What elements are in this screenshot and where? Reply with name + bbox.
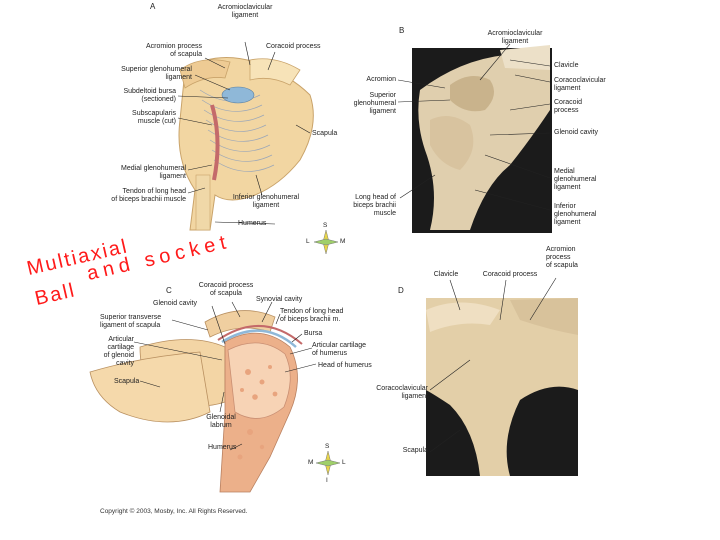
label-d-coracoclavicular: Coracoclavicular ligament	[376, 385, 428, 400]
label-c-glenoid-cavity: Glenoid cavity	[153, 300, 197, 307]
label-c-articular-cartilage-glenoid: Articular cartilage of glenoid cavity	[103, 336, 134, 367]
compass-bottom-s: S	[325, 443, 330, 450]
label-c-superior-transverse: Superior transverse ligament of scapula	[100, 314, 162, 329]
label-b-long-head-biceps: Long head of biceps brachii muscle	[353, 194, 396, 217]
label-b-superior-glenohumeral: Superior glenohumeral ligament	[353, 92, 396, 115]
compass-bottom-l: L	[342, 459, 346, 466]
compass-bottom: S M L I	[308, 443, 348, 489]
compass-top-m: M	[340, 238, 346, 245]
label-a-superior-glenohumeral: Superior glenohumeral ligament	[121, 66, 192, 81]
label-b-clavicle: Clavicle	[554, 62, 579, 69]
compass-bottom-i: I	[326, 477, 328, 484]
panel-c-leaders	[133, 301, 317, 451]
panel-b: B Acromioclavicular ligament Clavicle Ac…	[353, 0, 720, 240]
compass-bottom-m: M	[308, 459, 314, 466]
compass-star-icon	[313, 229, 339, 255]
label-a-subscapularis: Subscapularis muscle (cut)	[132, 110, 176, 125]
label-d-coracoid-process: Coracoid process	[482, 271, 538, 278]
label-a-acromioclavicular: Acromioclavicular ligament	[217, 4, 273, 19]
label-c-scapula: Scapula	[114, 378, 140, 385]
copyright-text: Copyright © 2003, Mosby, Inc. All Rights…	[100, 508, 248, 515]
label-c-tendon-long-head: Tendon of long head of biceps brachii m.	[280, 308, 344, 323]
panel-a: A Acromioclavicular li	[0, 0, 390, 240]
panel-a-letter: A	[150, 2, 156, 11]
label-b-acromion: Acromion	[366, 76, 396, 83]
label-d-clavicle: Clavicle	[433, 271, 459, 278]
panel-d-letter: D	[398, 286, 404, 295]
compass-top-s: S	[323, 222, 328, 229]
panel-d: D Acromion process of scapula Clavicle C…	[376, 240, 720, 480]
label-d-acromion-process: Acromion process of scapula	[546, 246, 578, 269]
panel-b-letter: B	[399, 26, 405, 35]
label-c-bursa: Bursa	[304, 330, 323, 337]
label-c-glenoidal-labrum: Glenoidal labrum	[206, 414, 236, 429]
label-b-glenoid-cavity: Glenoid cavity	[554, 129, 598, 136]
panel-b-leaders	[397, 43, 551, 211]
label-a-scapula: Scapula	[312, 130, 338, 137]
label-c-articular-cartilage-humerus: Articular cartilage of humerus	[312, 342, 367, 357]
label-a-subdeltoid-bursa: Subdeltoid bursa (sectioned)	[123, 88, 176, 103]
compass-top-l: L	[306, 238, 310, 245]
panel-d-photo	[426, 298, 578, 476]
panel-d-leaders	[429, 277, 557, 453]
label-c-synovial-cavity: Synovial cavity	[256, 296, 303, 303]
compass-star-icon	[315, 450, 341, 476]
label-c-head-of-humerus: Head of humerus	[318, 362, 372, 369]
label-c-humerus: Humerus	[208, 444, 237, 451]
label-b-acromioclavicular: Acromioclavicular ligament	[487, 30, 543, 45]
label-b-coracoclavicular: Coracoclavicular ligament	[554, 77, 606, 92]
label-b-medial-glenohumeral: Medial glenohumeral ligament	[554, 168, 597, 191]
label-a-medial-glenohumeral: Medial glenohumeral ligament	[121, 165, 186, 180]
panel-a-illustration	[177, 41, 314, 231]
label-d-scapula: Scapula	[402, 447, 428, 454]
compass-top: S L M	[306, 222, 346, 262]
label-b-coracoid-process: Coracoid process	[554, 99, 583, 114]
label-a-humerus: Humerus	[238, 220, 267, 227]
label-a-inferior-glenohumeral: Inferior glenohumeral ligament	[232, 194, 300, 209]
label-a-tendon-long-head: Tendon of long head of biceps brachii mu…	[111, 188, 186, 203]
panel-c: C Coracoid process of scap	[0, 262, 390, 502]
label-a-coracoid-process: Coracoid process	[266, 43, 321, 50]
label-a-acromion-process: Acromion process of scapula	[145, 43, 202, 58]
panel-c-letter: C	[166, 286, 172, 295]
label-c-coracoid-process: Coracoid process of scapula	[198, 282, 254, 297]
panel-b-photo	[412, 45, 552, 233]
label-b-inferior-glenohumeral: Inferior glenohumeral ligament	[554, 203, 597, 226]
